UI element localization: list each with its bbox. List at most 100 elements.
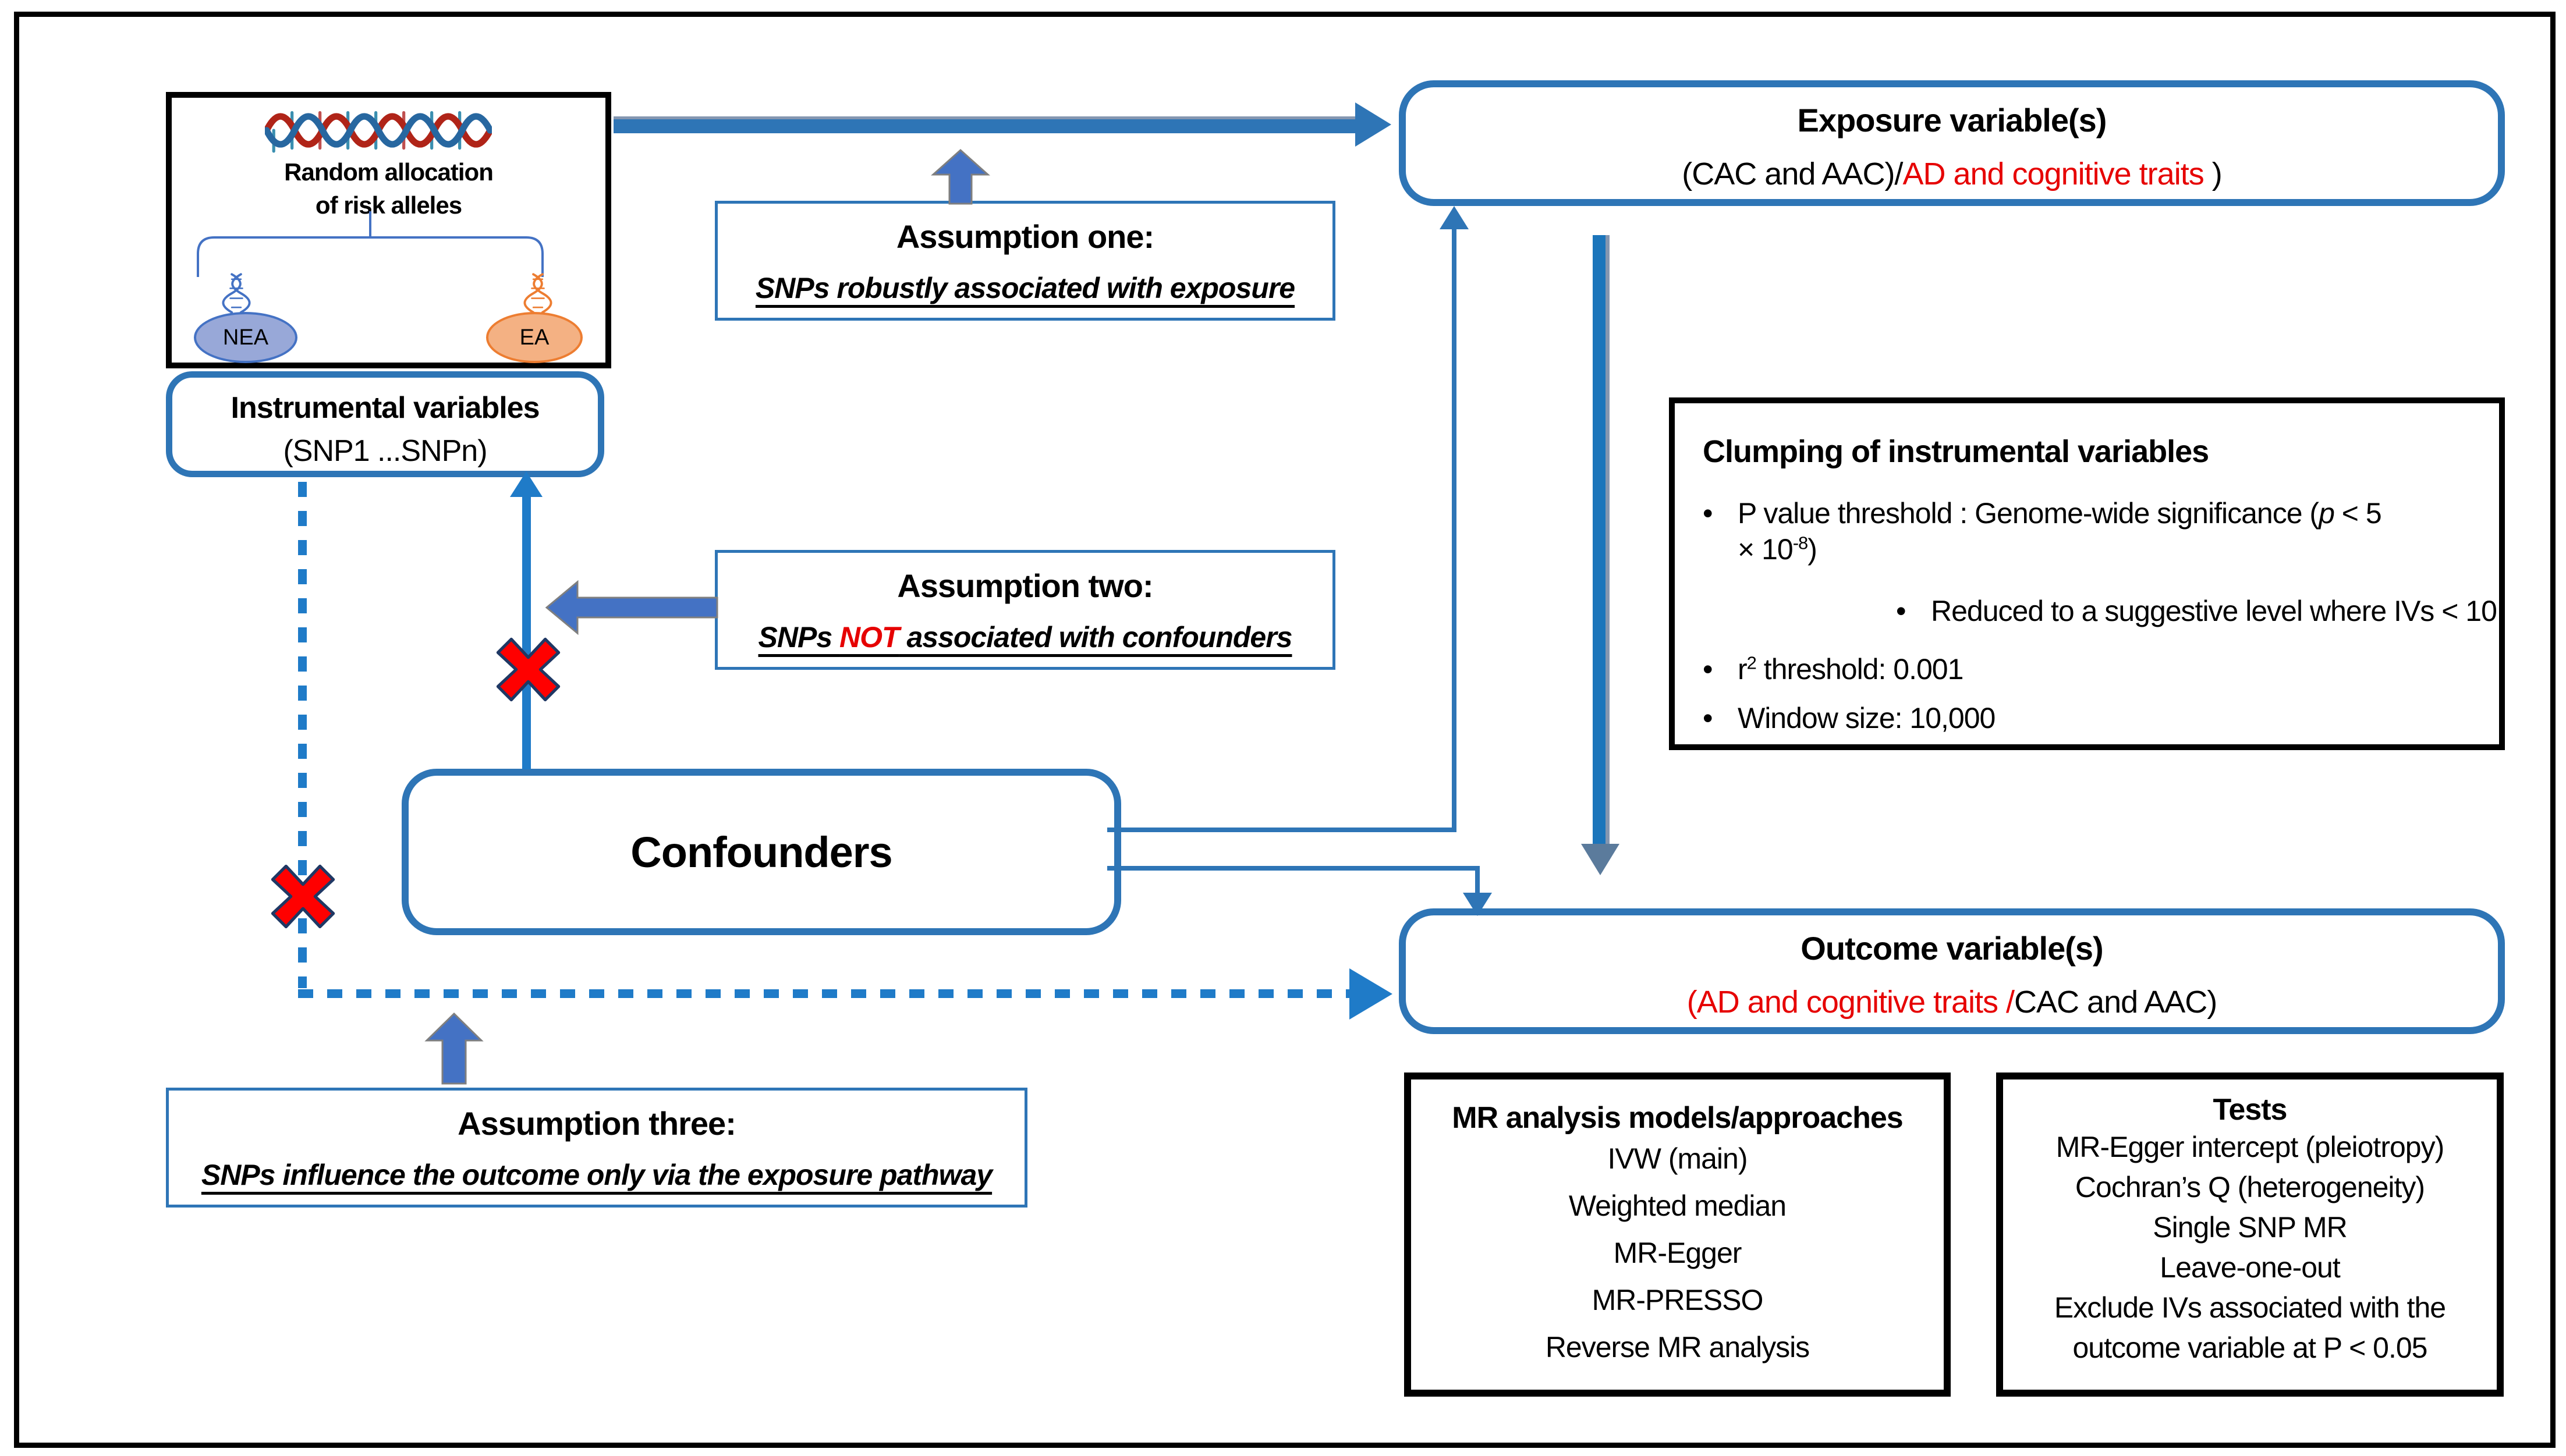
assumption-one-up-arrow bbox=[931, 149, 990, 205]
instrumental-variables-box: Instrumental variables (SNP1 ...SNPn) bbox=[166, 371, 604, 477]
confounders-box: Confounders bbox=[402, 769, 1121, 935]
window-size-text: Window size: 10,000 bbox=[1738, 702, 1996, 734]
assumption-two-pre: SNPs bbox=[758, 621, 840, 654]
bullet-dot: • bbox=[1703, 653, 1713, 686]
clumping-title: Clumping of instrumental variables bbox=[1703, 434, 2209, 469]
nea-ellipse: NEA bbox=[194, 312, 297, 363]
dna-strand-ea-icon bbox=[523, 273, 552, 314]
exposure-sub-black1: (CAC and AAC)/ bbox=[1682, 157, 1903, 191]
red-cross-confounders-icon bbox=[496, 637, 561, 702]
clumping-bullet-r2: • r2 threshold: 0.001 bbox=[1703, 652, 1964, 686]
exposure-subtitle: (CAC and AAC)/AD and cognitive traits ) bbox=[1406, 156, 2498, 192]
r-text: r bbox=[1738, 653, 1748, 686]
instrumental-variables-subtitle: (SNP1 ...SNPn) bbox=[283, 434, 487, 468]
ea-ellipse: EA bbox=[486, 312, 583, 363]
outcome-subtitle: (AD and cognitive traits /CAC and AAC) bbox=[1406, 984, 2498, 1020]
exposure-to-outcome-arrow-shaft bbox=[1593, 235, 1610, 846]
outcome-box: Outcome variable(s) (AD and cognitive tr… bbox=[1399, 908, 2505, 1034]
nea-label: NEA bbox=[222, 325, 269, 350]
close-paren: ) bbox=[1807, 533, 1817, 566]
assumption-two-body: SNPs NOT associated with confounders bbox=[718, 620, 1332, 654]
assumption-three-body: SNPs influence the outcome only via the … bbox=[169, 1158, 1025, 1192]
exposure-box: Exposure variable(s) (CAC and AAC)/AD an… bbox=[1399, 80, 2505, 206]
random-allocation-caption: Random allocation of risk alleles bbox=[172, 156, 605, 222]
iv-to-exposure-arrow-head bbox=[1355, 102, 1391, 147]
confounders-to-outcome-line-vertical bbox=[1475, 866, 1480, 894]
assumption-one-body: SNPs robustly associated with exposure bbox=[718, 271, 1332, 305]
tests-item-egger-intercept: MR-Egger intercept (pleiotropy) bbox=[2055, 1131, 2445, 1163]
r2-threshold-text: threshold: 0.001 bbox=[1756, 653, 1964, 686]
tests-item-leave-one-out: Leave-one-out bbox=[2160, 1251, 2340, 1284]
exposure-to-outcome-arrow-head bbox=[1581, 844, 1619, 875]
assumption-two-not: NOT bbox=[839, 621, 900, 654]
tests-item-exclude-ivs: Exclude IVs associated with the outcome … bbox=[2054, 1291, 2446, 1364]
snp-outcome-dotted-line-vertical bbox=[298, 482, 307, 988]
exposure-title: Exposure variable(s) bbox=[1797, 102, 2107, 139]
snp-outcome-dotted-arrow-head bbox=[1349, 968, 1392, 1020]
pvalue-text-post: < 5 bbox=[2334, 497, 2382, 530]
confounders-to-exposure-line-vertical bbox=[1452, 228, 1456, 832]
assumption-three-text: SNPs influence the outcome only via the … bbox=[201, 1159, 993, 1191]
assumption-three-up-arrow bbox=[424, 1013, 484, 1085]
tests-item-cochrans-q: Cochran’s Q (heterogeneity) bbox=[2075, 1171, 2425, 1203]
mr-item-reverse-mr: Reverse MR analysis bbox=[1545, 1331, 1810, 1363]
figure-border bbox=[14, 12, 2556, 1448]
exposure-sub-red: AD and cognitive traits bbox=[1902, 157, 2204, 191]
outcome-sub-red: (AD and cognitive traits / bbox=[1686, 985, 2015, 1020]
pvalue-text-pre: P value threshold : Genome-wide signific… bbox=[1738, 497, 2319, 530]
red-cross-direct-path-icon bbox=[271, 864, 335, 929]
outcome-title: Outcome variable(s) bbox=[1801, 930, 2103, 967]
ea-label: EA bbox=[519, 325, 550, 350]
assumption-three-box: Assumption three: SNPs influence the out… bbox=[166, 1088, 1027, 1208]
clumping-subbullet-suggestive: • Reduced to a suggestive level where IVs… bbox=[1896, 594, 2497, 628]
dna-strand-nea-icon bbox=[222, 273, 251, 314]
exposure-sub-black2: ) bbox=[2203, 157, 2223, 191]
mr-item-ivw: IVW (main) bbox=[1607, 1142, 1748, 1175]
confounders-to-outcome-line-horizontal bbox=[1107, 866, 1480, 871]
confounders-to-outcome-arrow-head bbox=[1463, 893, 1492, 916]
confounders-to-exposure-arrow-head bbox=[1440, 206, 1469, 229]
assumption-three-title: Assumption three: bbox=[458, 1105, 736, 1142]
clumping-bullet-pvalue-line2: × 10-8) bbox=[1738, 532, 1817, 566]
random-allocation-box: Random allocation of risk alleles bbox=[166, 92, 611, 368]
iv-to-exposure-arrow-shaft bbox=[614, 116, 1356, 133]
suggestive-text: Reduced to a suggestive level where IVs … bbox=[1931, 595, 2497, 627]
clumping-bullet-window: • Window size: 10,000 bbox=[1703, 701, 1996, 735]
tests-title: Tests bbox=[2213, 1093, 2288, 1127]
clumping-box: Clumping of instrumental variables • P va… bbox=[1669, 397, 2505, 750]
confounders-to-exposure-line-horizontal bbox=[1107, 828, 1455, 832]
caption-line-2: of risk alleles bbox=[315, 191, 462, 219]
assumption-two-left-arrow bbox=[545, 580, 718, 635]
allocation-bracket bbox=[197, 211, 544, 277]
bullet-dot: • bbox=[1896, 595, 1906, 627]
clumping-bullet-pvalue: • P value threshold : Genome-wide signifi… bbox=[1703, 496, 2382, 530]
base-10: 10 bbox=[1754, 533, 1794, 566]
bullet-dot: • bbox=[1703, 702, 1713, 734]
confounders-label: Confounders bbox=[630, 828, 892, 876]
bullet-dot: • bbox=[1703, 497, 1713, 530]
confounders-to-iv-arrow-shaft bbox=[522, 496, 531, 769]
r-exponent: 2 bbox=[1746, 652, 1757, 673]
confounders-to-iv-arrow-head bbox=[510, 471, 543, 497]
assumption-two-box: Assumption two: SNPs NOT associated with… bbox=[715, 550, 1335, 670]
tests-item-single-snp: Single SNP MR bbox=[2153, 1211, 2347, 1244]
times-sign: × bbox=[1738, 533, 1755, 566]
assumption-one-title: Assumption one: bbox=[896, 218, 1154, 255]
mr-item-mr-presso: MR-PRESSO bbox=[1592, 1284, 1764, 1316]
assumption-one-box: Assumption one: SNPs robustly associated… bbox=[715, 201, 1335, 321]
mr-item-mr-egger: MR-Egger bbox=[1613, 1237, 1742, 1269]
exponent: -8 bbox=[1792, 532, 1809, 553]
mr-analysis-title: MR analysis models/approaches bbox=[1452, 1101, 1903, 1135]
tests-box: Tests MR-Egger intercept (pleiotropy) Co… bbox=[1996, 1073, 2504, 1397]
snp-outcome-dotted-line-horizontal bbox=[298, 989, 1352, 998]
assumption-two-post: associated with confounders bbox=[899, 621, 1292, 654]
instrumental-variables-title: Instrumental variables bbox=[231, 391, 540, 425]
mr-item-weighted-median: Weighted median bbox=[1568, 1189, 1787, 1222]
assumption-two-title: Assumption two: bbox=[897, 567, 1153, 604]
assumption-one-text: SNPs robustly associated with exposure bbox=[755, 272, 1295, 304]
caption-line-1: Random allocation bbox=[284, 158, 494, 186]
outcome-sub-black: CAC and AAC) bbox=[2014, 985, 2217, 1020]
pvalue-italic-p: p bbox=[2319, 497, 2335, 530]
mr-analysis-box: MR analysis models/approaches IVW (main)… bbox=[1404, 1073, 1951, 1397]
